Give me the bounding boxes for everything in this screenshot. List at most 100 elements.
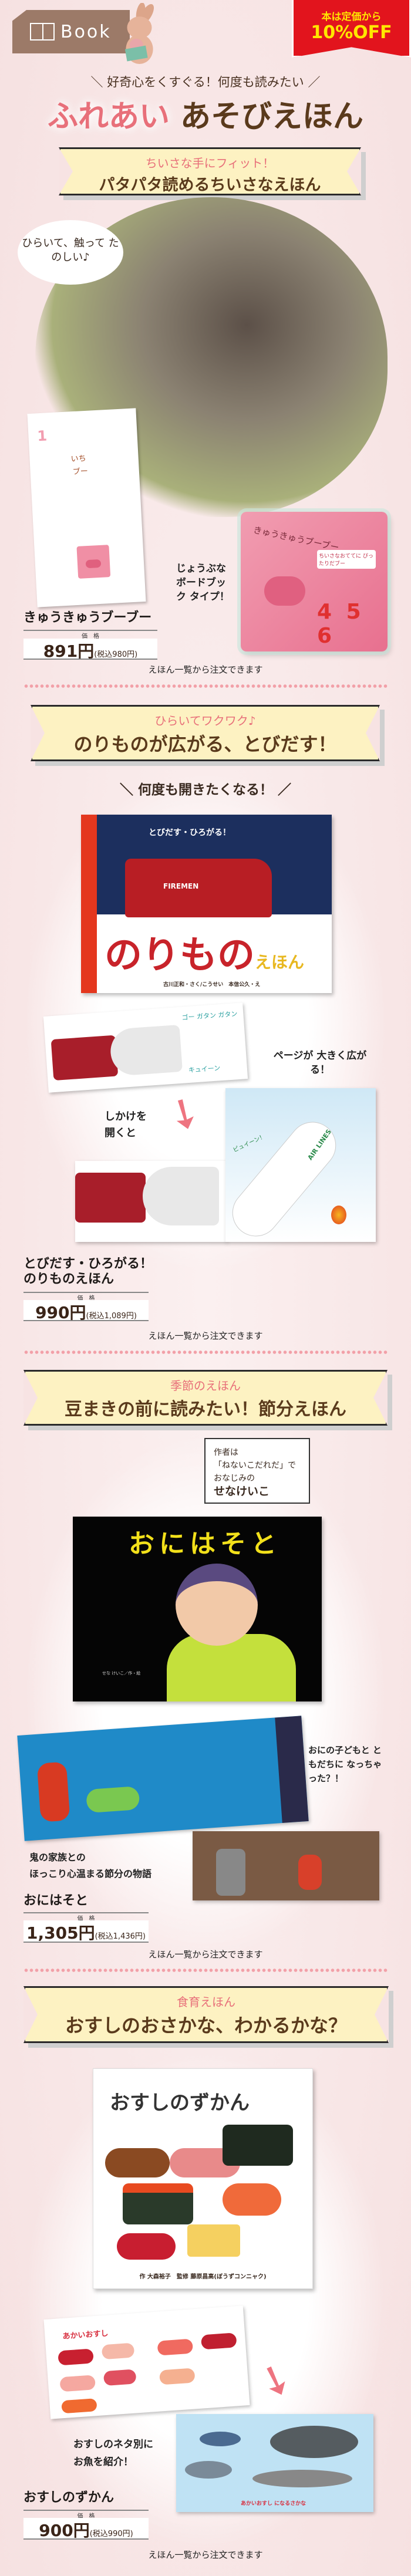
banner-heading: のりものが広がる、とびだす！ [73, 733, 337, 755]
booklet-number: 1 [36, 427, 48, 445]
cube-title: きゅうきゅうブーブー [252, 524, 340, 553]
banner-kicker: ちいさな手にフィット！ [145, 156, 275, 170]
airplane-spread-image: ピュイーン！ AIR LINES [225, 1088, 376, 1242]
open-book-icon [30, 23, 55, 40]
oni-spread-image [17, 1716, 309, 1841]
oniwasoto-cover-image: おにはそと せな けいこ／作・絵 [73, 1517, 322, 1701]
page-title: ふれあいあそびえほん [0, 92, 411, 136]
spread-text: ピュイーン！ [232, 1133, 267, 1154]
cover-credit: 作 大森裕子 監修 藤原昌高(ぼうずコンニャク) [139, 2274, 267, 2280]
truck-label: FIREMEN [163, 882, 199, 890]
title-pink: ふれあい [47, 99, 170, 134]
spread-text: ゴー ガタン ガタン [181, 1010, 238, 1022]
booklet-text1: いち [70, 454, 87, 464]
cover-title: おにはそと [129, 1529, 281, 1559]
price-tax: (税込990円) [89, 2530, 133, 2538]
dotted-divider [23, 1351, 388, 1354]
oni-description: 鬼の家族との ほっこり心温まる節分の物語 [29, 1849, 194, 1882]
fire-truck-illustration: FIREMEN [125, 859, 272, 917]
banner-kicker: ひらいてワクワク♪ [154, 714, 256, 728]
speech-bubble: ひらいて、触って たのしい♪ [18, 220, 123, 285]
author-note: おなじみの [214, 1474, 255, 1483]
spread-text: キュイーン [188, 1064, 221, 1074]
section-headline: ＼ 何度も開きたくなる！ ／ [119, 782, 291, 798]
spread-title: あかいおすし [62, 2329, 109, 2341]
booklet-page-image: 1 いち ブー [27, 408, 146, 607]
discount-badge: 本は定価から 10%OFF [292, 0, 411, 58]
price-box: 891円(税込980円) [23, 639, 157, 661]
open-trick-callout: しかけを 開くと [105, 1110, 147, 1139]
train-spread-image: ゴー ガタン ガタン キュイーン [43, 1002, 248, 1093]
price-tax: (税込1,089円) [86, 1312, 137, 1321]
desc-line: 鬼の家族との [29, 1852, 86, 1863]
title-brown: あそびえほん [180, 99, 364, 134]
badge-line2: 10%OFF [311, 22, 392, 43]
cover-title: のりものえほん [105, 935, 304, 983]
norimono-cover-image: とびだす・ひろがる！ FIREMEN のりものえほん 古川正和・さく/こうせい … [81, 815, 332, 993]
dotted-divider [23, 684, 388, 688]
price-box: 1,305円(税込1,436円) [23, 1920, 149, 1943]
product-title-line2: のりものえほん [23, 1272, 114, 1287]
cover-title-text: のりもの [105, 934, 255, 977]
page-expand-callout: ページが 大きく広がる！ [273, 1050, 367, 1076]
cover-title: おすしのずかん [110, 2091, 250, 2115]
desc-line: ほっこり心温まる節分の物語 [29, 1868, 152, 1879]
boy-illustration [167, 1634, 296, 1701]
banner-heading: 豆まきの前に読みたい！節分えほん [65, 1399, 346, 1420]
order-link[interactable]: えほん一覧から注文できます [148, 1949, 263, 1960]
cover-credit: せな けいこ／作・絵 [102, 1671, 141, 1676]
banner-heading: おすしのおさかな、わかるかな？ [65, 2014, 347, 2037]
sushi-illustration [105, 2125, 299, 2260]
cover-title-small: えほん [255, 953, 305, 972]
banner-kicker: 季節のえほん [170, 1379, 241, 1393]
price: 990円 [35, 1303, 86, 1322]
price: 900円 [39, 2521, 90, 2540]
author-callout: 作者は 「ねないこだれだ」で おなじみの せなけいこ [204, 1438, 310, 1504]
pig-nose-icon [264, 576, 305, 606]
cover-top-text: とびだす・ひろがる！ [149, 828, 231, 838]
product-title-line1: とびだす・ひろがる！ [23, 1257, 153, 1271]
train-spread-small-image [75, 1161, 227, 1242]
section-banner-1: ちいさな手にフィット！ パタパタ読めるちいさなえほん [59, 147, 361, 195]
pig-face-icon [76, 545, 111, 579]
badge-line1: 本は定価から [321, 11, 382, 23]
oni-family-spread-image [193, 1831, 379, 1900]
fish-spread-image: あかいおすし になるさかな [176, 2414, 373, 2512]
product-title: きゅうきゅうブーブー [23, 610, 152, 625]
board-book-cube-image: きゅうきゅうブーブー ちいさなおててに ぴったりだブー 4 5 6 [241, 512, 388, 651]
red-sushi-spread-image: あかいおすし [43, 2305, 250, 2419]
order-link[interactable]: えほん一覧から注文できます [148, 664, 263, 675]
order-link[interactable]: えほん一覧から注文できます [148, 1331, 263, 1341]
fish-callout: おすしのネタ別に お魚を紹介！ [73, 2436, 173, 2471]
cube-sticker: ちいさなおててに ぴったりだブー [317, 550, 376, 569]
section-banner-4: 食育えほん おすしのおさかな、わかるかな？ [23, 1986, 389, 2043]
callout-line: お魚を紹介！ [73, 2456, 133, 2468]
book-category-tag: Book [12, 10, 130, 53]
author-name: せなけいこ [214, 1485, 270, 1498]
product-title: おすしのずかん [23, 2490, 114, 2505]
sushi-cover-image: おすしのずかん 作 大森裕子 監修 藤原昌高(ぼうずコンニャク) [93, 2068, 313, 2289]
fish-caption: あかいおすし になるさかな [241, 2501, 306, 2507]
cube-numbers: 4 5 6 [317, 600, 365, 648]
board-book-callout: じょうぶな ボードブック タイプ！ [176, 563, 230, 603]
cover-credit: 古川正和・さく/こうせい 本信公久・え [163, 982, 261, 988]
order-link[interactable]: えほん一覧から注文できます [148, 2550, 263, 2560]
author-note: 「ねないこだれだ」で [214, 1461, 296, 1470]
author-note: 作者は [214, 1448, 238, 1457]
callout-line: おすしのネタ別に [73, 2439, 153, 2450]
book-tag-label: Book [60, 21, 112, 42]
booklet-text2: ブー [72, 467, 89, 477]
price: 1,305円 [26, 1923, 95, 1943]
price-tax: (税込980円) [94, 650, 138, 659]
section-banner-2: ひらいてワクワク♪ のりものが広がる、とびだす！ [31, 705, 380, 761]
rabbit-reading-illustration [124, 3, 154, 64]
price: 891円 [43, 642, 95, 661]
price-box: 990円(税込1,089円) [23, 1300, 149, 1322]
product-title: とびだす・ひろがる！ のりものえほん [23, 1257, 153, 1287]
dotted-divider [23, 1969, 388, 1972]
balloon-icon [331, 1206, 346, 1224]
banner-kicker: 食育えほん [177, 1995, 235, 2009]
oni-friend-callout: おにの子どもと ともだちに なっちゃった？！ [308, 1745, 382, 1784]
banner-heading: パタパタ読めるちいさなえほん [99, 176, 321, 194]
